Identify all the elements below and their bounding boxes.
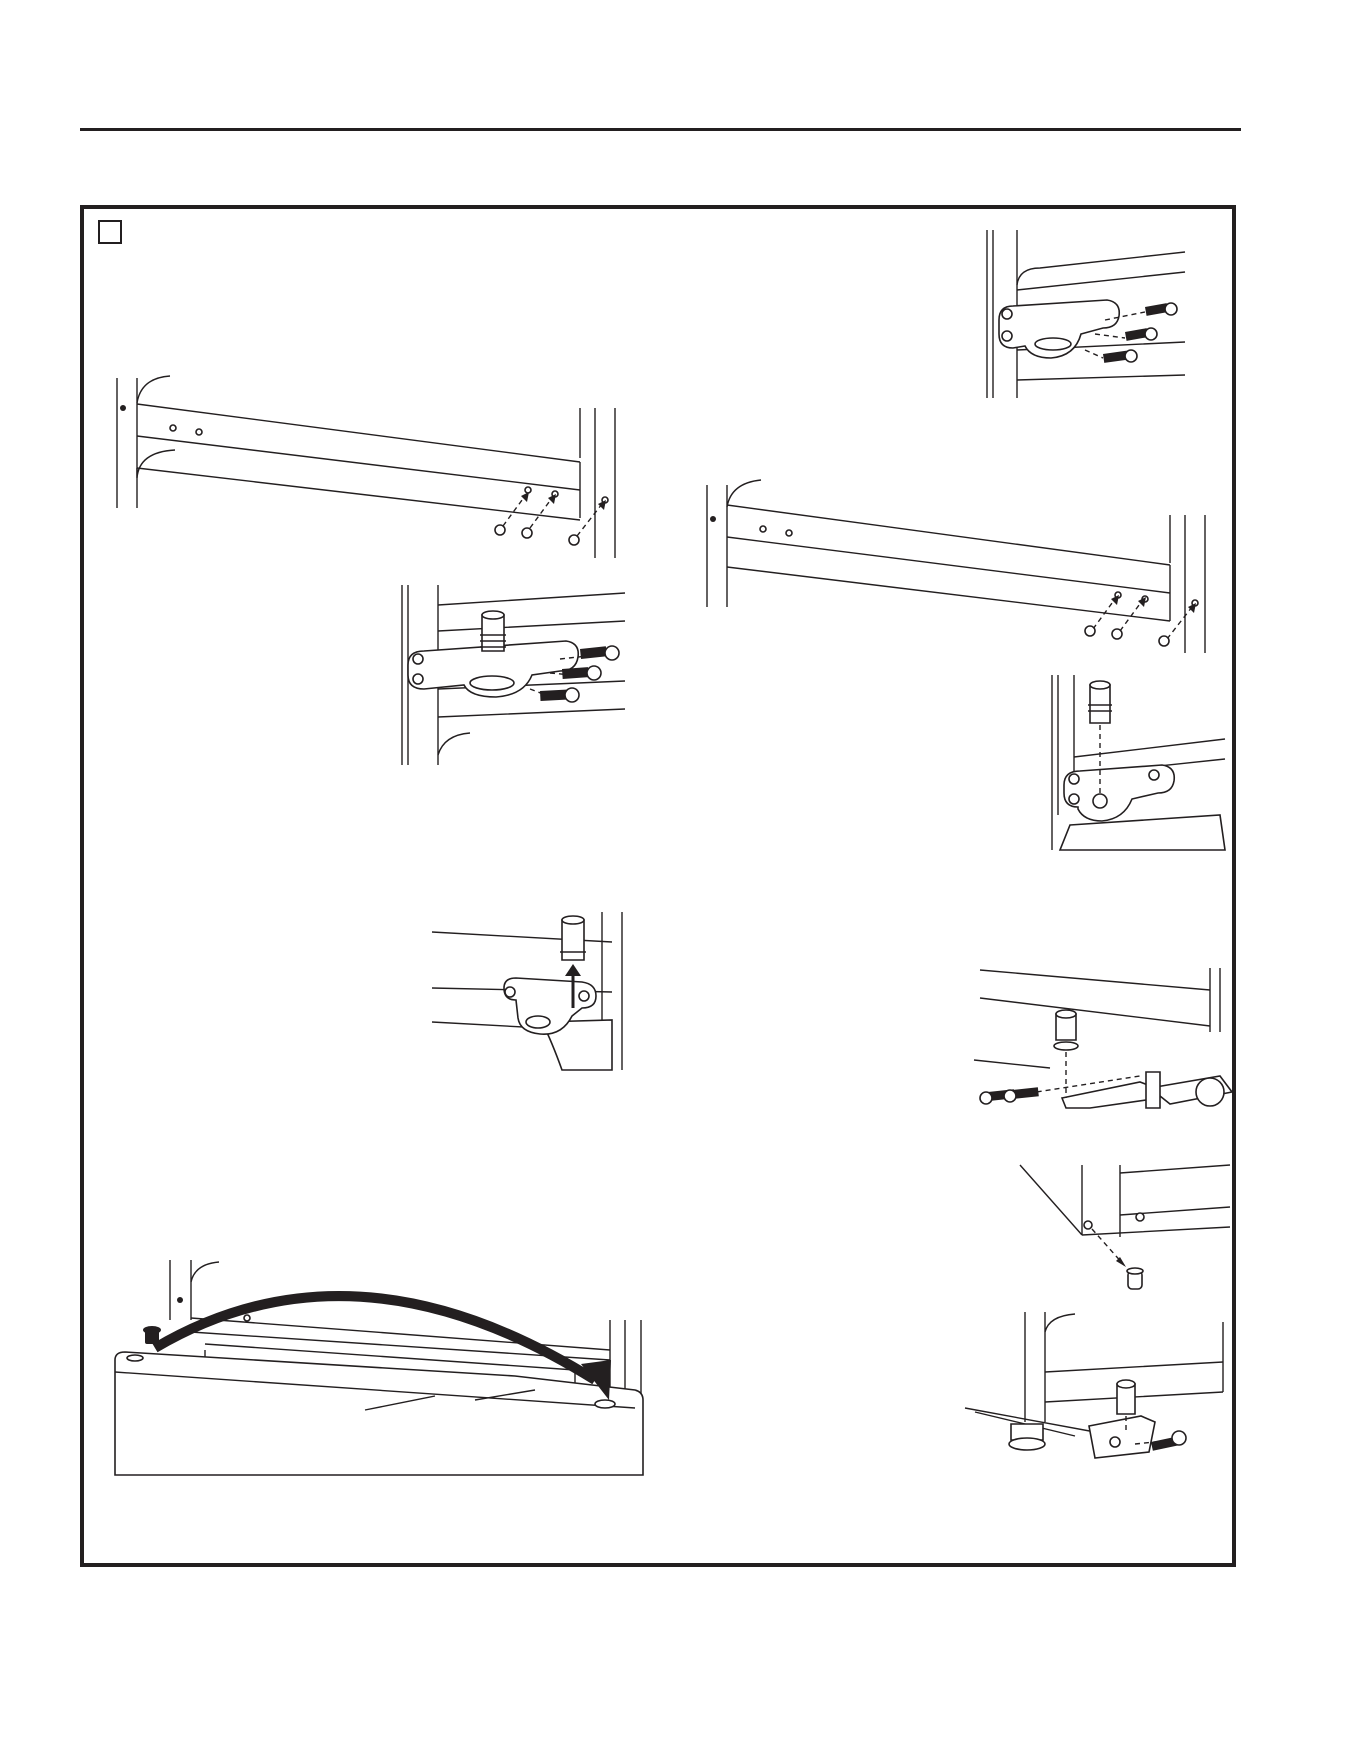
hinge-pin-removal-icon [1050, 675, 1225, 850]
cabinet-top-holes-icon [115, 368, 615, 558]
bottom-hinge-leveler-icon [965, 1312, 1233, 1467]
hinge-pin-lift-arrow-icon [432, 912, 632, 1070]
door-swap-curved-arrow-icon [115, 1260, 645, 1475]
hole-plug-icon [143, 1326, 161, 1344]
cabinet-top-holes-icon [705, 475, 1205, 655]
bottom-hinge-screws-icon [970, 968, 1232, 1123]
step-checkbox[interactable] [98, 220, 122, 244]
hinge-pin-screws-icon [400, 585, 625, 765]
hole-plug-removal-icon [1020, 1165, 1230, 1295]
header-rule [80, 128, 1241, 131]
hinge-bracket-screws-icon [985, 230, 1185, 398]
